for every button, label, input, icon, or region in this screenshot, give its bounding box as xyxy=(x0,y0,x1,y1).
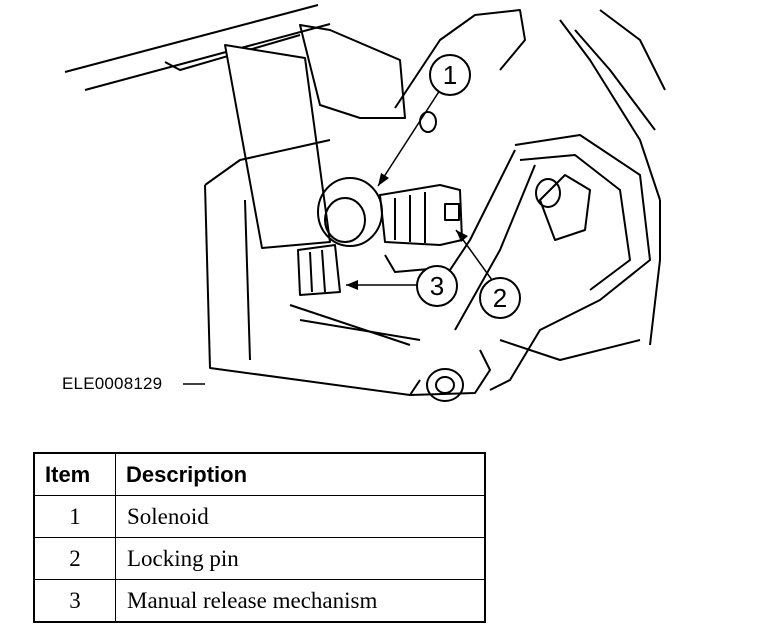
legend-table: Item Description 1 Solenoid 2 Locking pi… xyxy=(33,452,486,623)
item-description: Locking pin xyxy=(115,537,486,580)
arrowhead-3 xyxy=(346,280,358,290)
right-bracket-inner xyxy=(519,154,631,291)
callout-3-circle xyxy=(416,265,458,307)
upper-shroud xyxy=(299,24,406,119)
leader-1 xyxy=(377,89,441,187)
table-header-row: Item Description xyxy=(33,452,486,496)
table-row: 3 Manual release mechanism xyxy=(33,579,486,623)
solenoid-drum xyxy=(317,177,383,247)
item-description: Solenoid xyxy=(115,495,486,538)
item-number: 3 xyxy=(33,579,116,623)
description-header: Description xyxy=(115,452,486,496)
item-description: Manual release mechanism xyxy=(115,579,486,623)
left-wall xyxy=(204,184,421,396)
column-body xyxy=(224,44,331,249)
small-screw xyxy=(419,111,437,133)
locking-pin-shape xyxy=(444,203,460,221)
upper-housing xyxy=(64,4,331,91)
callout-2-circle xyxy=(479,277,521,319)
right-curve-2 xyxy=(574,29,656,131)
lower-hole xyxy=(426,368,464,402)
item-header: Item xyxy=(33,452,116,496)
figure-id: ELE0008129 xyxy=(62,374,163,393)
item-number: 2 xyxy=(33,537,116,580)
lever xyxy=(297,244,341,296)
right-bracket xyxy=(489,134,651,391)
left-inner-wall xyxy=(244,199,251,361)
callout-1-circle xyxy=(429,54,471,96)
floor-line xyxy=(289,304,411,346)
lower-ledge xyxy=(299,319,421,341)
right-curve-1 xyxy=(559,19,661,201)
bracket-column-2 xyxy=(454,164,536,331)
callout-3-label: 3 xyxy=(430,271,444,301)
solenoid-drum-inner xyxy=(324,197,366,243)
table-row: 1 Solenoid xyxy=(33,495,486,538)
bolt-head xyxy=(535,178,561,208)
right-bracket-cut xyxy=(539,174,591,241)
arrowhead-2 xyxy=(456,230,468,242)
arrowhead-1 xyxy=(378,173,389,186)
table-row: 2 Locking pin xyxy=(33,537,486,580)
callout-1-label: 1 xyxy=(443,60,457,90)
solenoid-ribs xyxy=(394,192,426,243)
bottom-frame xyxy=(409,200,661,396)
lever-stripes xyxy=(309,249,326,293)
solenoid-illustration: 1 3 2 xyxy=(64,4,666,402)
bracket-lower xyxy=(499,339,641,361)
item-number: 1 xyxy=(33,495,116,538)
left-ledge xyxy=(204,139,331,186)
lower-hole-inner xyxy=(435,376,455,394)
callout-2-label: 2 xyxy=(493,283,507,313)
upper-right-frame xyxy=(394,9,526,109)
right-curve-3 xyxy=(599,9,666,91)
